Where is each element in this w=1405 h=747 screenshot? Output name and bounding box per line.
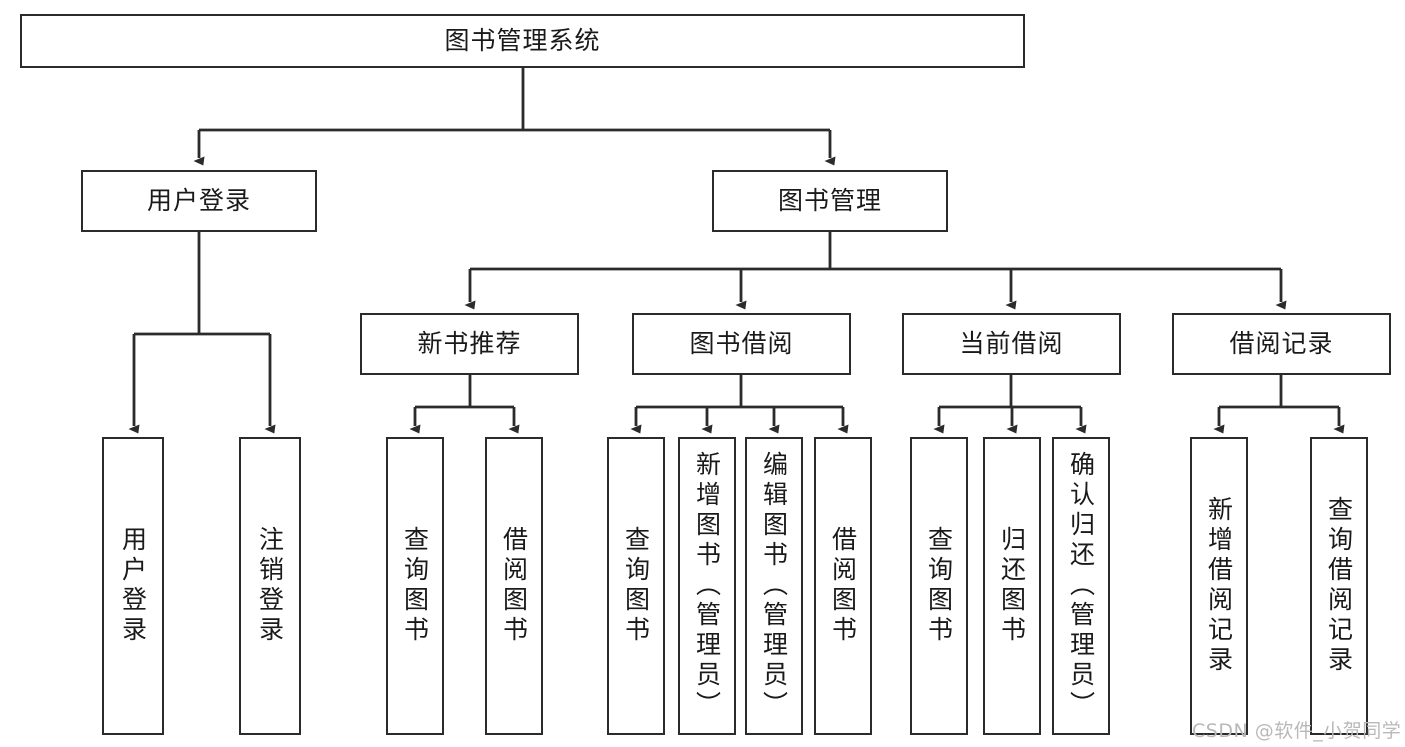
node-root[interactable]: 图书管理系统 (20, 14, 1025, 68)
node-book-management[interactable]: 图书管理 (712, 170, 948, 232)
leaf-borrow-book-1[interactable]: 借阅图书 (485, 437, 543, 735)
node-book-management-label: 图书管理 (777, 186, 882, 215)
node-borrow-record-label: 借阅记录 (1229, 329, 1334, 358)
node-borrow-record[interactable]: 借阅记录 (1172, 313, 1391, 375)
leaf-query-record[interactable]: 查询借阅记录 (1310, 437, 1368, 735)
leaf-borrow-book-2[interactable]: 借阅图书 (814, 437, 872, 735)
node-new-book-recommend-label: 新书推荐 (417, 329, 522, 358)
csdn-watermark: CSDN @软件_小贺同学 (1192, 720, 1402, 742)
leaf-confirm-return[interactable]: 确认归还（管理员） (1052, 437, 1110, 735)
leaf-logout-label: 注销登录 (255, 526, 285, 646)
node-current-borrow[interactable]: 当前借阅 (902, 313, 1121, 375)
leaf-edit-book[interactable]: 编辑图书（管理员） (745, 437, 803, 735)
node-book-borrow-label: 图书借阅 (689, 329, 794, 358)
leaf-confirm-return-label: 确认归还（管理员） (1066, 451, 1096, 721)
leaf-query-book-3-label: 查询图书 (924, 526, 954, 646)
node-current-borrow-label: 当前借阅 (959, 329, 1064, 358)
leaf-edit-book-label: 编辑图书（管理员） (759, 451, 789, 721)
leaf-borrow-book-1-label: 借阅图书 (499, 526, 529, 646)
leaf-add-record[interactable]: 新增借阅记录 (1190, 437, 1248, 735)
leaf-add-book-label: 新增图书（管理员） (692, 451, 722, 721)
leaf-borrow-book-2-label: 借阅图书 (828, 526, 858, 646)
node-user-login[interactable]: 用户登录 (81, 170, 317, 232)
leaf-query-book-3[interactable]: 查询图书 (910, 437, 968, 735)
node-book-borrow[interactable]: 图书借阅 (632, 313, 851, 375)
leaf-add-book[interactable]: 新增图书（管理员） (678, 437, 736, 735)
leaf-query-book-2[interactable]: 查询图书 (607, 437, 665, 735)
leaf-logout[interactable]: 注销登录 (239, 437, 301, 735)
node-root-label: 图书管理系统 (444, 26, 601, 55)
node-user-login-label: 用户登录 (146, 186, 251, 215)
leaf-user-login[interactable]: 用户登录 (102, 437, 164, 735)
leaf-query-record-label: 查询借阅记录 (1324, 496, 1354, 676)
leaf-query-book-2-label: 查询图书 (621, 526, 651, 646)
leaf-return-book[interactable]: 归还图书 (983, 437, 1041, 735)
node-new-book-recommend[interactable]: 新书推荐 (360, 313, 579, 375)
leaf-query-book-1[interactable]: 查询图书 (386, 437, 444, 735)
leaf-query-book-1-label: 查询图书 (400, 526, 430, 646)
leaf-user-login-label: 用户登录 (118, 526, 148, 646)
leaf-add-record-label: 新增借阅记录 (1204, 496, 1234, 676)
leaf-return-book-label: 归还图书 (997, 526, 1027, 646)
